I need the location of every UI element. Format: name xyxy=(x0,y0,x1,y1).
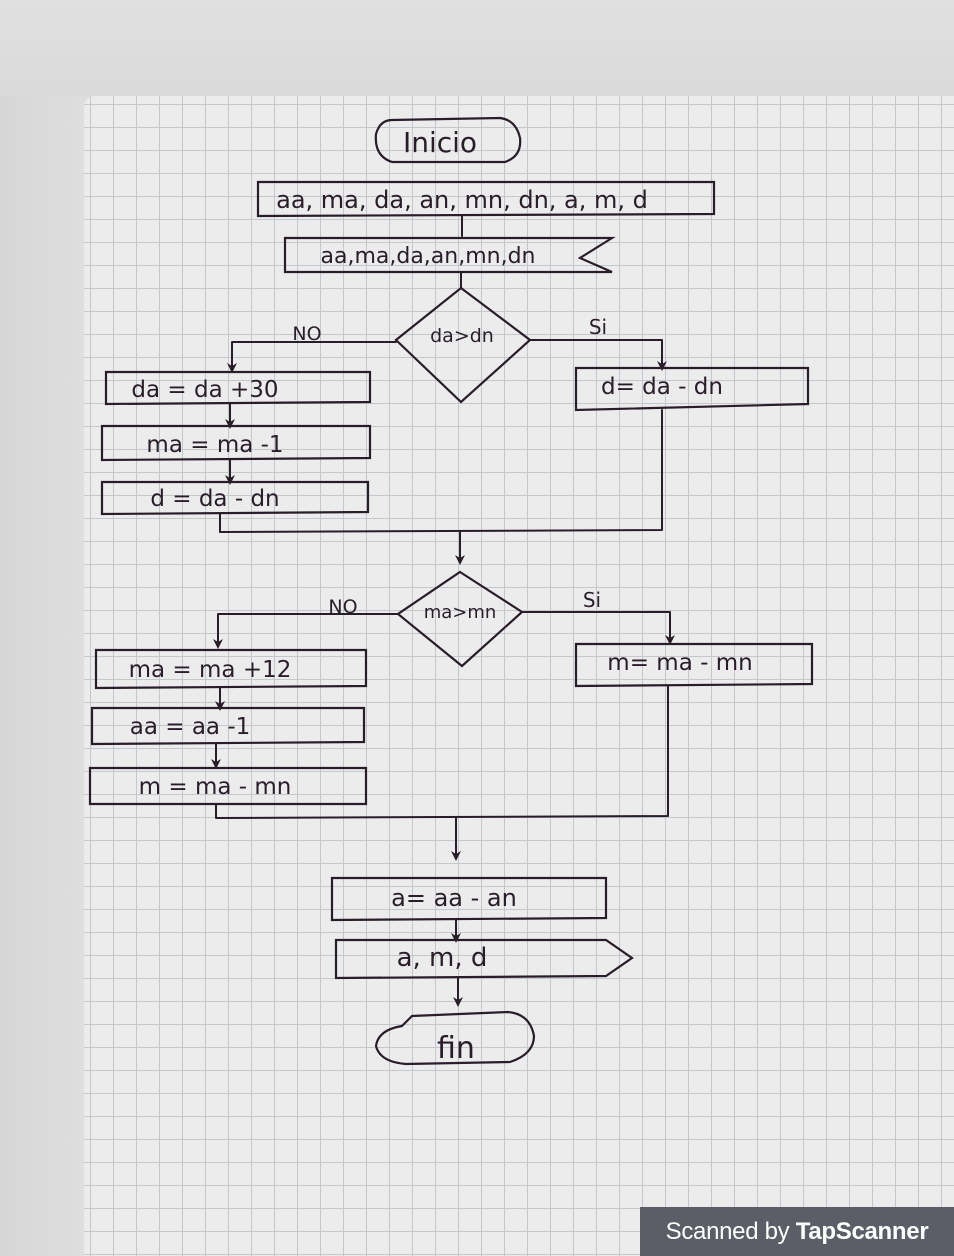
calc-box: a= aa - an xyxy=(330,876,608,922)
decision2-condition: ma>mn xyxy=(424,602,497,623)
decision1-no-step-1: da = da +30 xyxy=(104,370,372,406)
decision1-yes-step: d= da - dn xyxy=(574,366,810,412)
paper-background-top xyxy=(0,0,954,96)
decision2-no-step-2: aa = aa -1 xyxy=(90,706,366,746)
decision2-no-arrow xyxy=(213,613,399,649)
decision1-condition: da>dn xyxy=(430,325,494,347)
merge2-lines xyxy=(215,685,669,819)
step-label: m= ma - mn xyxy=(607,650,752,676)
declare-box: aa, ma, da, an, mn, dn, a, m, d xyxy=(256,180,716,218)
output-label: a, m, d xyxy=(397,943,488,973)
decision1-no-step-2: ma = ma -1 xyxy=(100,424,372,462)
decision2-diamond: ma>mn xyxy=(396,570,524,668)
step-label: d= da - dn xyxy=(601,374,723,400)
end-terminator: fin xyxy=(374,1010,536,1066)
step-label: da = da +30 xyxy=(131,377,278,403)
input-box: aa,ma,da,an,mn,dn xyxy=(283,236,616,274)
decision2-no-step-1: ma = ma +12 xyxy=(94,648,368,690)
grid-paper xyxy=(84,96,954,1256)
step-label: aa = aa -1 xyxy=(130,714,251,740)
watermark-brand: TapScanner xyxy=(795,1218,929,1245)
input-label: aa,ma,da,an,mn,dn xyxy=(321,244,536,269)
start-terminator: Inicio xyxy=(374,116,522,164)
decision1-yes-label: Si xyxy=(589,315,607,339)
paper-background-left xyxy=(0,96,84,1256)
decision2-no-step-3: m = ma - mn xyxy=(88,766,368,806)
output-box: a, m, d xyxy=(334,938,634,980)
decision1-no-step-3: d = da - dn xyxy=(100,480,370,516)
calc-label: a= aa - an xyxy=(391,884,517,912)
step-label: m = ma - mn xyxy=(139,774,292,800)
decision1-no-arrow xyxy=(227,341,397,373)
decision1-yes-arrow xyxy=(529,339,667,371)
scanner-watermark: Scanned by TapScanner xyxy=(640,1207,954,1256)
start-label: Inicio xyxy=(403,126,477,159)
declare-label: aa, ma, da, an, mn, dn, a, m, d xyxy=(276,186,648,214)
step-label: ma = ma -1 xyxy=(146,432,283,458)
decision1-no-label: NO xyxy=(292,323,321,345)
decision2-yes-label: Si xyxy=(583,588,601,612)
end-label: fin xyxy=(437,1031,475,1066)
step-label: ma = ma +12 xyxy=(129,657,292,683)
watermark-prefix: Scanned by xyxy=(665,1218,796,1245)
decision2-no-label: NO xyxy=(328,596,357,618)
decision2-yes-step: m= ma - mn xyxy=(574,642,814,688)
decision2-yes-arrow xyxy=(521,611,675,645)
merge1-lines xyxy=(219,409,663,533)
step-label: d = da - dn xyxy=(150,486,279,512)
decision1-diamond: da>dn xyxy=(394,286,532,404)
